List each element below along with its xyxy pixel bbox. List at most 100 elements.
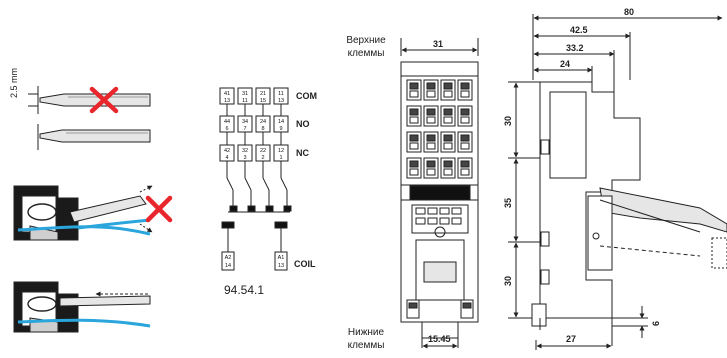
terminal-number: 6 <box>225 126 228 132</box>
terminal-screw <box>460 82 470 90</box>
screwdriver-gap-label: 2.5 mm <box>9 67 19 98</box>
bottom-terminals-label: Нижние клеммы <box>338 326 394 352</box>
terminal-hole <box>460 168 470 176</box>
terminal-number: 12 <box>278 148 284 154</box>
terminal-number: 9 <box>279 126 282 132</box>
terminal-screw <box>443 134 453 142</box>
terminal-number: 1 <box>279 155 282 161</box>
terminal-screw <box>460 160 470 168</box>
side-24-dimension: 24 <box>560 59 571 69</box>
side-total-dimension: 80 <box>624 7 635 17</box>
terminal-number: 3 <box>243 155 246 161</box>
terminal-number: 11 <box>242 98 248 104</box>
contact-block <box>229 205 238 212</box>
top-terminals-line2: клеммы <box>347 48 385 59</box>
terminal-hole <box>409 90 419 98</box>
pin-slot <box>415 217 426 225</box>
cross-mark-icon <box>145 195 173 223</box>
terminal-number: 41 <box>224 91 230 97</box>
side-base-width: 27 <box>566 334 577 344</box>
front-view <box>400 38 479 349</box>
terminal-number: 13 <box>224 98 230 104</box>
terminal-number: 15 <box>260 98 266 104</box>
terminal-number: 2 <box>261 155 264 161</box>
pin-slot <box>439 207 450 215</box>
terminal-screw <box>443 160 453 168</box>
side-33-dimension: 33.2 <box>566 43 584 53</box>
side-height-30-bottom: 30 <box>503 275 513 286</box>
model-number: 94.54.1 <box>224 283 265 297</box>
terminal-hole <box>426 142 436 150</box>
contact-line <box>280 177 288 191</box>
screwdriver-panel <box>13 86 173 333</box>
contact-line <box>244 177 252 191</box>
contact-schematic: 4113311121151113446347248149424323222121… <box>219 87 292 271</box>
terminal-screw <box>426 108 436 116</box>
top-terminals-label: Верхние клеммы <box>338 34 394 60</box>
bottom-terminals-line2: клеммы <box>347 340 385 351</box>
terminal-number: 21 <box>260 91 266 97</box>
side-base-height: 6 <box>651 320 661 326</box>
terminal-hole <box>409 168 419 176</box>
terminal-screw <box>460 134 470 142</box>
terminal-screw <box>426 82 436 90</box>
pin-slot <box>451 217 462 225</box>
terminal-hole <box>426 168 436 176</box>
contact-block <box>265 205 274 212</box>
top-terminals-line1: Верхние <box>346 35 386 46</box>
terminal-hole <box>443 90 453 98</box>
pin-slot <box>415 207 426 215</box>
terminal-screw <box>443 82 453 90</box>
terminal-screw <box>409 82 419 90</box>
terminal-number: 31 <box>242 91 248 97</box>
terminal-number: 22 <box>260 148 266 154</box>
schematic-coil-label: COIL <box>294 259 316 269</box>
front-width-dimension: 31 <box>433 39 444 49</box>
terminal-hole <box>443 168 453 176</box>
coil-terminal-number: A1 <box>278 255 285 261</box>
terminal-hole <box>443 116 453 124</box>
terminal-number: 34 <box>242 119 248 125</box>
pin-slot <box>427 207 438 215</box>
side-height-30-top: 30 <box>503 115 513 126</box>
screwdriver-correct-icon <box>37 124 151 150</box>
screwdriver-wrong-icon <box>28 86 151 114</box>
contact-block <box>283 205 292 212</box>
contact-block <box>247 205 256 212</box>
terminal-number: 24 <box>260 119 266 125</box>
front-bottom-width-dimension: 15.45 <box>428 334 451 344</box>
contact-line <box>262 177 270 191</box>
coil-terminal-screw <box>408 302 418 309</box>
bottom-terminals-line1: Нижние <box>347 327 385 338</box>
coil-terminal-number: A2 <box>225 255 232 261</box>
schematic-no-label: NO <box>296 119 310 129</box>
coil-terminal-screw <box>462 302 472 309</box>
terminal-hole <box>443 142 453 150</box>
terminal-hole <box>460 90 470 98</box>
terminal-screw <box>426 134 436 142</box>
contact-line <box>226 177 234 191</box>
side-42-dimension: 42.5 <box>570 25 588 35</box>
terminal-screw <box>409 108 419 116</box>
pin-slot <box>427 217 438 225</box>
terminal-number: 4 <box>225 155 228 161</box>
cross-mark-icon <box>89 86 119 114</box>
terminal-hole <box>426 116 436 124</box>
pin-slot <box>451 207 462 215</box>
terminal-screw <box>409 134 419 142</box>
terminal-hole <box>426 90 436 98</box>
pin-slot <box>439 217 450 225</box>
terminal-number: 42 <box>224 148 230 154</box>
terminal-number: 11 <box>278 91 284 97</box>
terminal-screw <box>409 160 419 168</box>
terminal-screw <box>443 108 453 116</box>
schematic-com-label: COM <box>296 91 317 101</box>
coil-terminal-number: 14 <box>225 263 231 269</box>
terminal-number: 8 <box>261 126 264 132</box>
terminal-hole <box>460 142 470 150</box>
terminal-hole <box>409 142 419 150</box>
terminal-number: 7 <box>243 126 246 132</box>
schematic-nc-label: NC <box>296 148 309 158</box>
